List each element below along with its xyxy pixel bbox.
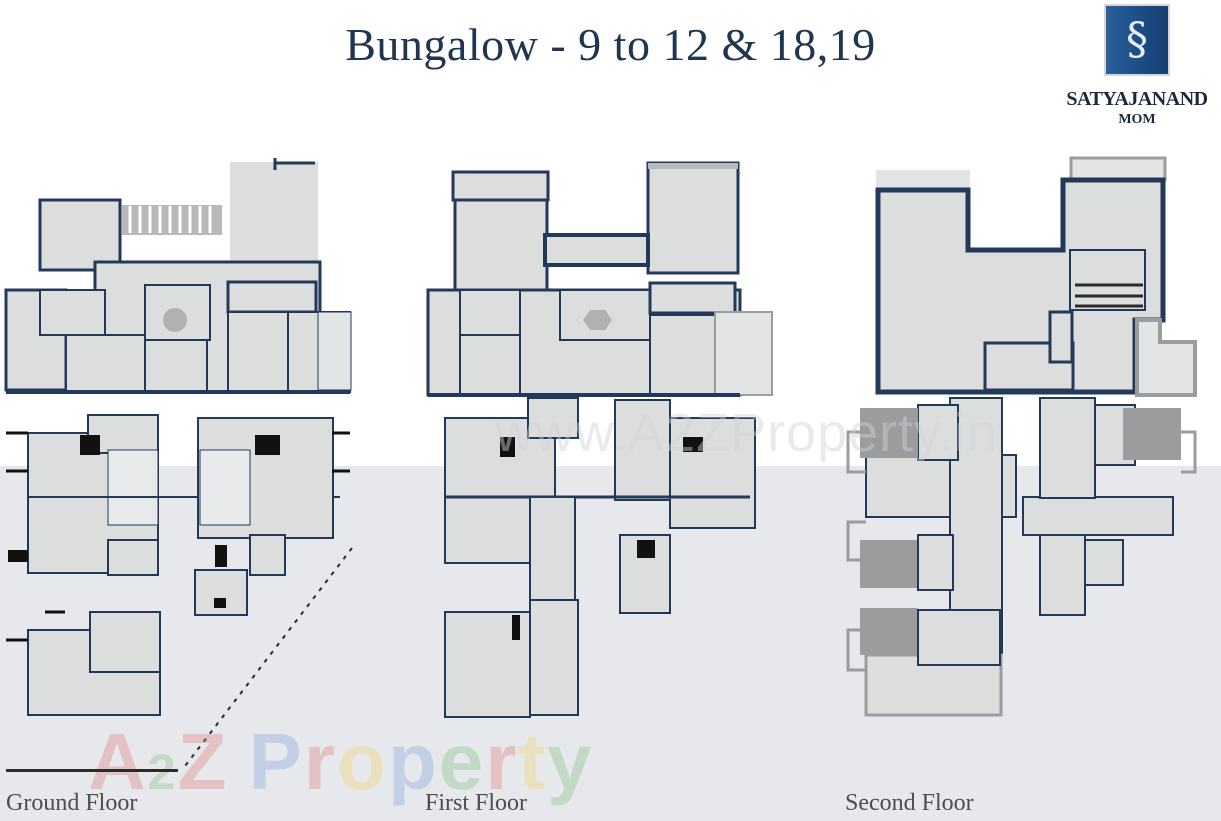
- watermark-letter: e: [438, 717, 486, 806]
- watermark-faint-text: www.A2ZProperty.in: [495, 403, 999, 463]
- watermark-letter: t: [518, 717, 547, 806]
- second-floor-label: Second Floor: [845, 790, 974, 816]
- watermark-letter: r: [303, 717, 337, 806]
- ground-floor-plan: [4, 158, 353, 771]
- stylized-s-emblem-icon: §: [1126, 14, 1148, 65]
- watermark-letter: P: [248, 717, 304, 806]
- watermark-letter: p: [387, 717, 439, 806]
- watermark-letter: A: [88, 717, 148, 806]
- scale-line: [6, 769, 178, 772]
- brand-subtitle: MOM: [1118, 112, 1156, 127]
- watermark-letter: o: [336, 717, 388, 806]
- watermark-letter: Z: [177, 717, 229, 806]
- brand-name: SATYAJANAND: [1066, 88, 1208, 110]
- ground-floor-label: Ground Floor: [6, 790, 138, 816]
- second-floor-plan: [846, 156, 1197, 717]
- page-title: Bungalow - 9 to 12 & 18,19: [345, 19, 876, 70]
- first-floor-label: First Floor: [425, 790, 528, 816]
- watermark-letter: r: [485, 717, 519, 806]
- first-floor-plan: [426, 161, 773, 718]
- brand-logo: §: [1104, 4, 1170, 76]
- watermark-letter: y: [547, 717, 594, 806]
- watermark-letter: 2: [147, 744, 178, 800]
